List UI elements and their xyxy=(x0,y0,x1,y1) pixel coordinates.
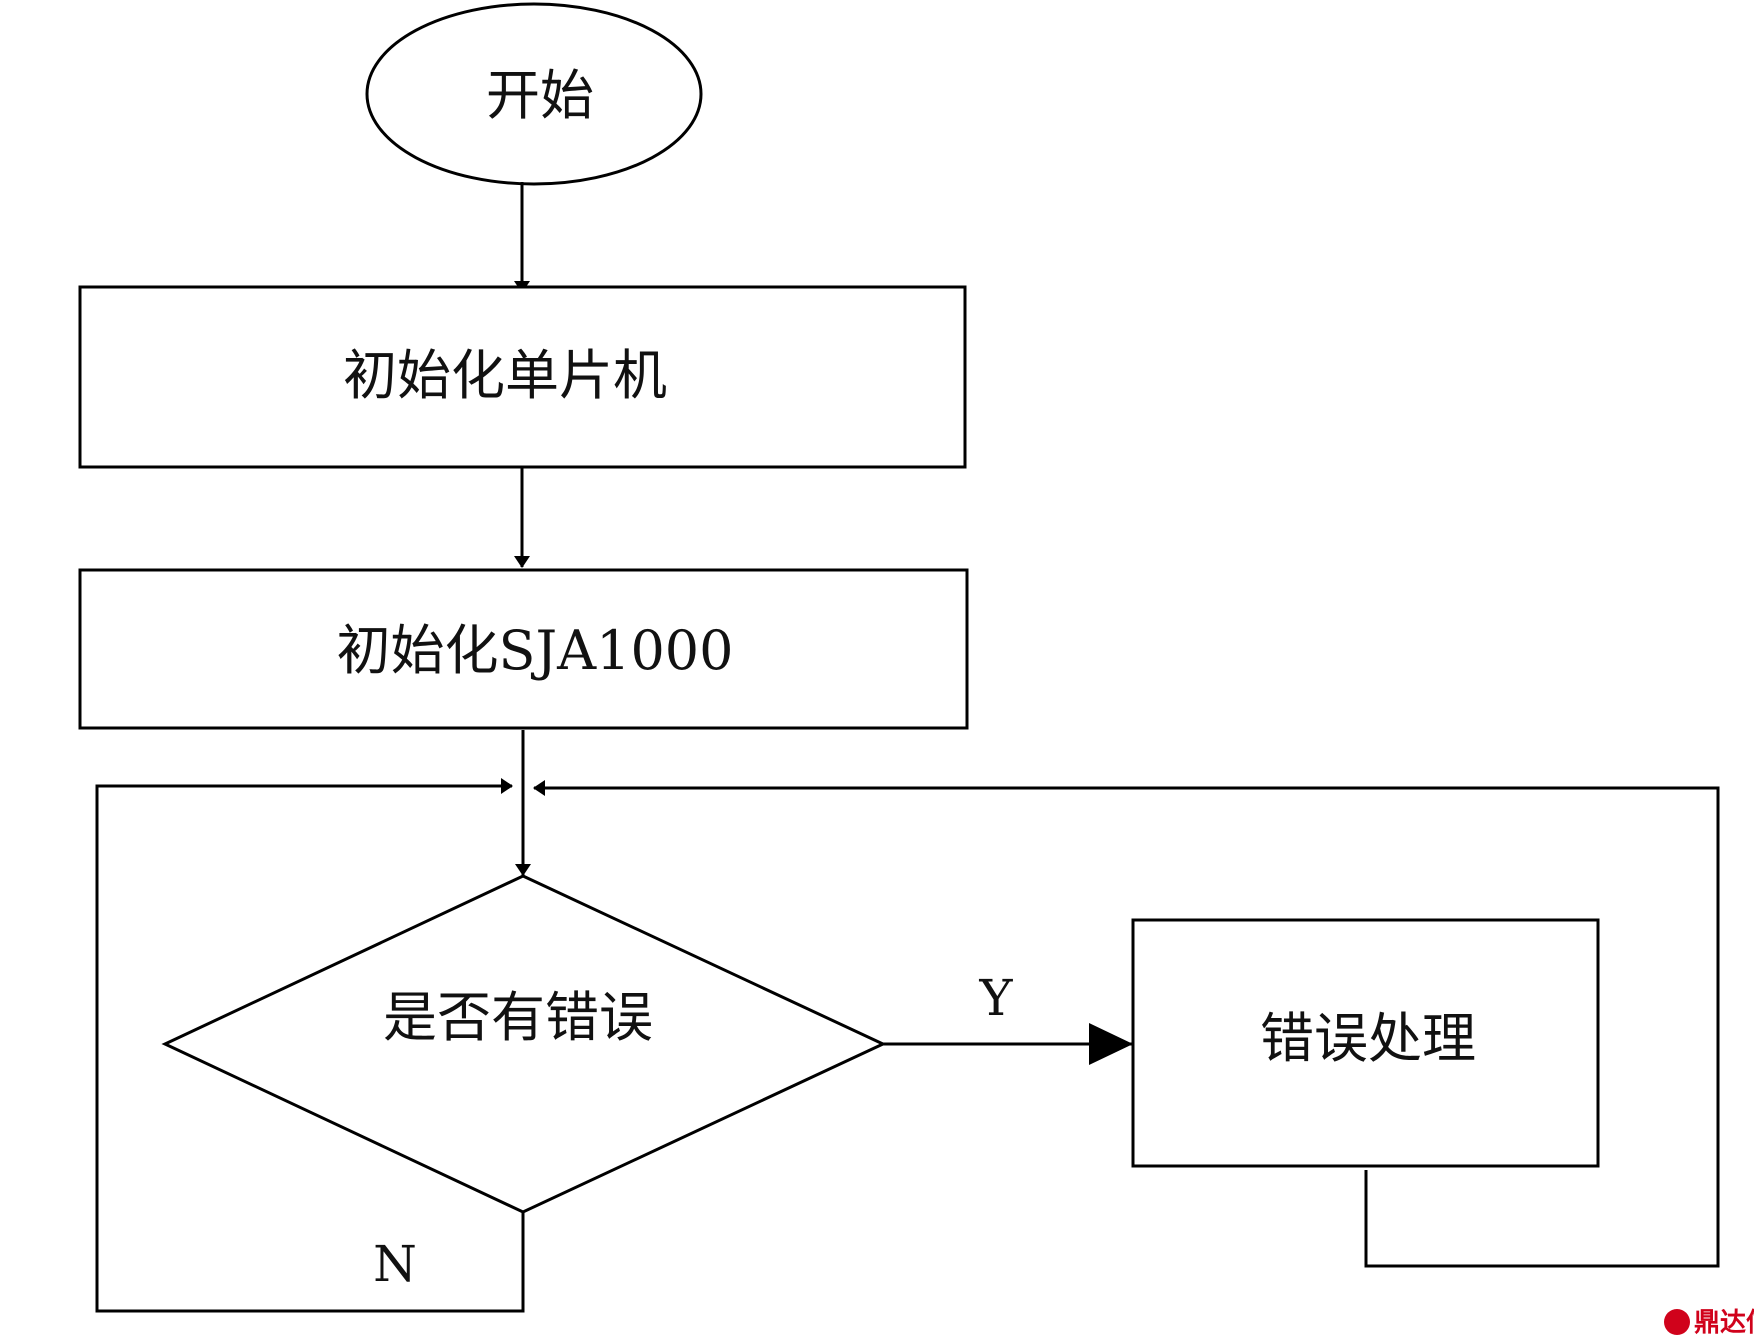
init-mcu-label: 初始化单片机 xyxy=(343,344,667,407)
error-handling-label: 错误处理 xyxy=(1260,1007,1476,1070)
arrow-no-loop-back xyxy=(95,778,525,1313)
yes-label: Y xyxy=(978,969,1013,1027)
arrow-return-loop xyxy=(533,780,1720,1268)
init-sja-label: 初始化SJA1000 xyxy=(336,619,733,682)
start-label: 开始 xyxy=(486,64,594,127)
no-label: N xyxy=(373,1235,417,1293)
decision-label: 是否有错误 xyxy=(383,986,653,1049)
init-mcu-node: 初始化单片机 xyxy=(78,285,967,469)
decision-node: 是否有错误 xyxy=(161,874,887,1214)
watermark-logo: 鼎达信 xyxy=(1664,1308,1754,1338)
init-sja-node: 初始化SJA1000 xyxy=(78,568,969,730)
start-node: 开始 xyxy=(365,2,703,186)
error-handling-node: 错误处理 xyxy=(1131,918,1600,1168)
watermark-text: 鼎达信 xyxy=(1694,1308,1754,1338)
